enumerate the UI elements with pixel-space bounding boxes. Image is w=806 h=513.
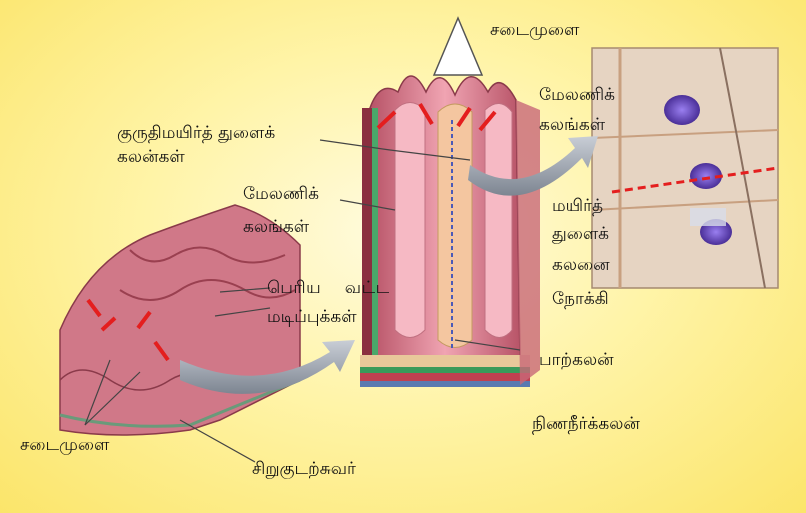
label-circular-folds-line2: மடிப்புக்கள் — [267, 305, 357, 329]
label-epithelial-mid-line2: கலங்கள் — [243, 215, 309, 239]
label-villi-bottom: சடைமுளை — [20, 433, 109, 457]
label-capillary-line1: குருதிமயிர்த் துளைக் — [117, 121, 275, 145]
label-toward-capillary-line4: நோக்கி — [552, 287, 609, 311]
cell-magnification — [592, 48, 778, 288]
villus-block — [360, 76, 540, 387]
label-capillary-line2: கலன்கள் — [117, 145, 185, 169]
label-epithelial-mid-line1: மேலணிக் — [243, 182, 319, 206]
intestine-section — [60, 205, 300, 435]
label-toward-capillary-line2: துளைக் — [552, 222, 609, 246]
label-villi-top: சடைமுளை — [490, 18, 579, 42]
label-toward-capillary-line1: மயிர்த் — [552, 194, 603, 218]
label-epithelial-right-line2: கலங்கள் — [539, 113, 605, 137]
pointer-triangle — [434, 18, 482, 75]
label-intestinal-wall: சிறுகுடற்சுவர் — [252, 457, 356, 481]
label-epithelial-right-line1: மேலணிக் — [539, 83, 615, 107]
label-lymph-vessel: நிணநீர்க்கலன் — [532, 412, 640, 436]
label-circular-folds-line1: பெரிய வட்ட — [267, 276, 390, 300]
label-toward-capillary-line3: கலனை — [552, 253, 610, 277]
label-lacteal: பாற்கலன் — [539, 348, 614, 372]
